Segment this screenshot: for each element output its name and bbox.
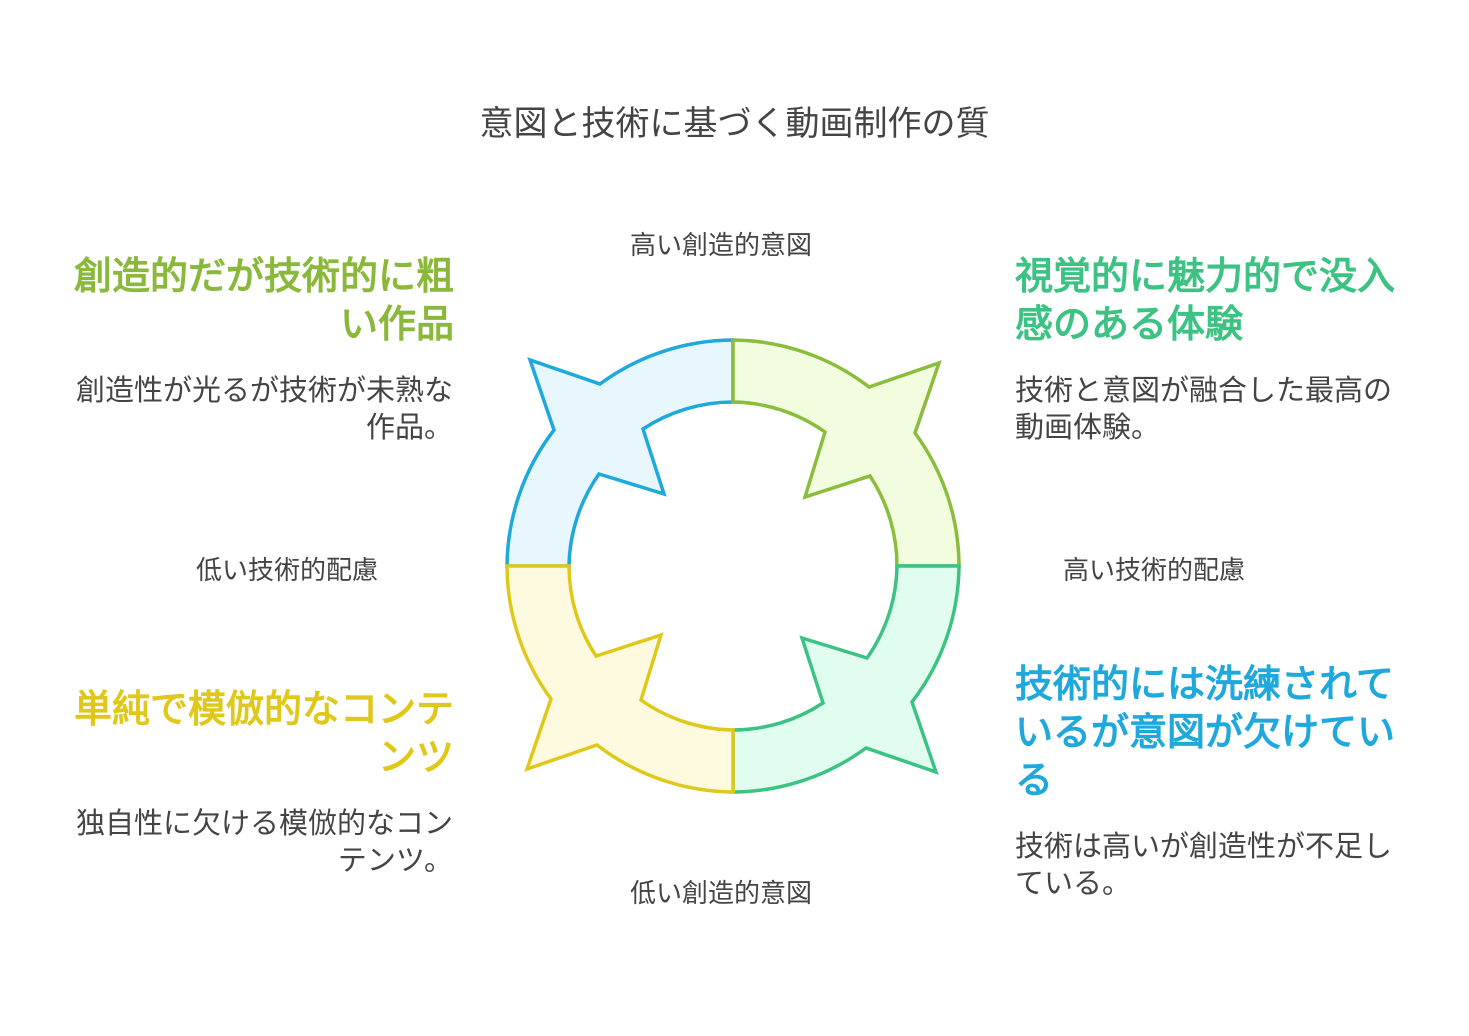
quadrant-description-bottom-right: 技術は高いが創造性が不足している。 [1015,829,1393,900]
quadrant-heading-bottom-right: 技術的には洗練されているが意図が欠けている [1015,662,1396,802]
quadrant-heading-top-left: 創造的だが技術的に粗い作品 [73,254,454,346]
quadrant-description-top-left: 創造性が光るが技術が未熟な作品。 [75,373,453,444]
quadrant-description-top-right: 技術と意図が融合した最高の動画体験。 [1015,373,1393,444]
segment-top-right-arrow [731,338,961,568]
axis-label-top: 高い創造的意図 [630,231,813,261]
axis-label-right: 高い技術的配慮 [1063,556,1246,586]
segment-bottom-left-arrow [505,564,735,794]
segment-top-left-arrow [505,338,735,568]
quadrant-heading-bottom-left: 単純で模倣的なコンテンツ [73,687,454,779]
axis-label-bottom: 低い創造的意図 [630,879,813,909]
axis-label-left: 低い技術的配慮 [196,556,379,586]
segment-bottom-right-arrow [731,564,961,794]
quadrant-description-bottom-left: 独自性に欠ける模倣的なコンテンツ。 [75,806,453,877]
diagram-title: 意図と技術に基づく動画制作の質 [479,104,990,144]
quadrant-heading-top-right: 視覚的に魅力的で没入感のある体験 [1015,254,1396,346]
